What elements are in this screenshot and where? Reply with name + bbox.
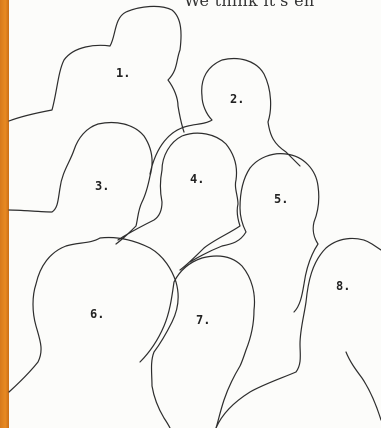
figure-label-5: 5. bbox=[274, 192, 288, 206]
figure-label-2: 2. bbox=[230, 92, 244, 106]
figure-label-7: 7. bbox=[196, 313, 210, 327]
figure-label-8: 8. bbox=[336, 279, 350, 293]
silhouette-4-outline bbox=[118, 133, 240, 270]
silhouette-7-outline bbox=[140, 256, 255, 428]
silhouette-2-outline bbox=[150, 59, 300, 174]
figure-label-3: 3. bbox=[95, 179, 109, 193]
figure-label-4: 4. bbox=[190, 172, 204, 186]
silhouette-6-outline bbox=[9, 237, 178, 428]
silhouette-5-outline bbox=[190, 154, 319, 312]
silhouette-1-outline bbox=[9, 6, 184, 132]
silhouette-3-outline bbox=[9, 123, 152, 245]
figure-label-6: 6. bbox=[90, 307, 104, 321]
figure-label-1: 1. bbox=[116, 66, 130, 80]
silhouette-8-outline bbox=[216, 238, 381, 428]
